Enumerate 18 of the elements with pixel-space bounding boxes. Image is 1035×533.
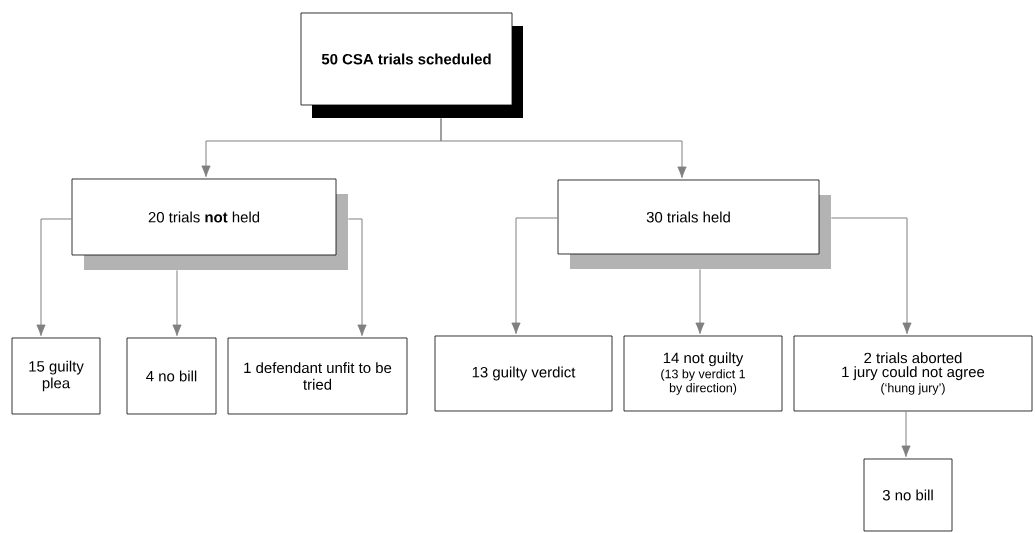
process-box: 1 defendant unfit to be tried: [227, 337, 408, 415]
process-box: 2 trials aborted 1 jury could not agree (‘hung jury’): [793, 335, 1033, 412]
process-box: 4 no bill: [126, 337, 217, 415]
process-box: 13 guilty verdict: [434, 335, 613, 412]
arrow: [695, 268, 705, 335]
process-box: 20 trials not held: [71, 178, 348, 270]
arrow: [830, 217, 912, 335]
arrow: [347, 218, 367, 337]
process-box: 15 guilty plea: [11, 337, 101, 415]
process-box: 50 CSA trials scheduled: [300, 12, 523, 118]
arrow: [901, 410, 911, 458]
arrow: [172, 269, 182, 337]
process-box: 3 no bill: [863, 458, 953, 532]
arrow: [511, 217, 559, 335]
process-box: 30 trials held: [557, 179, 831, 269]
process-box: 14 not guilty (13 by verdict 1 by direction): [623, 335, 783, 412]
arrow: [440, 117, 687, 179]
arrow: [36, 218, 73, 337]
